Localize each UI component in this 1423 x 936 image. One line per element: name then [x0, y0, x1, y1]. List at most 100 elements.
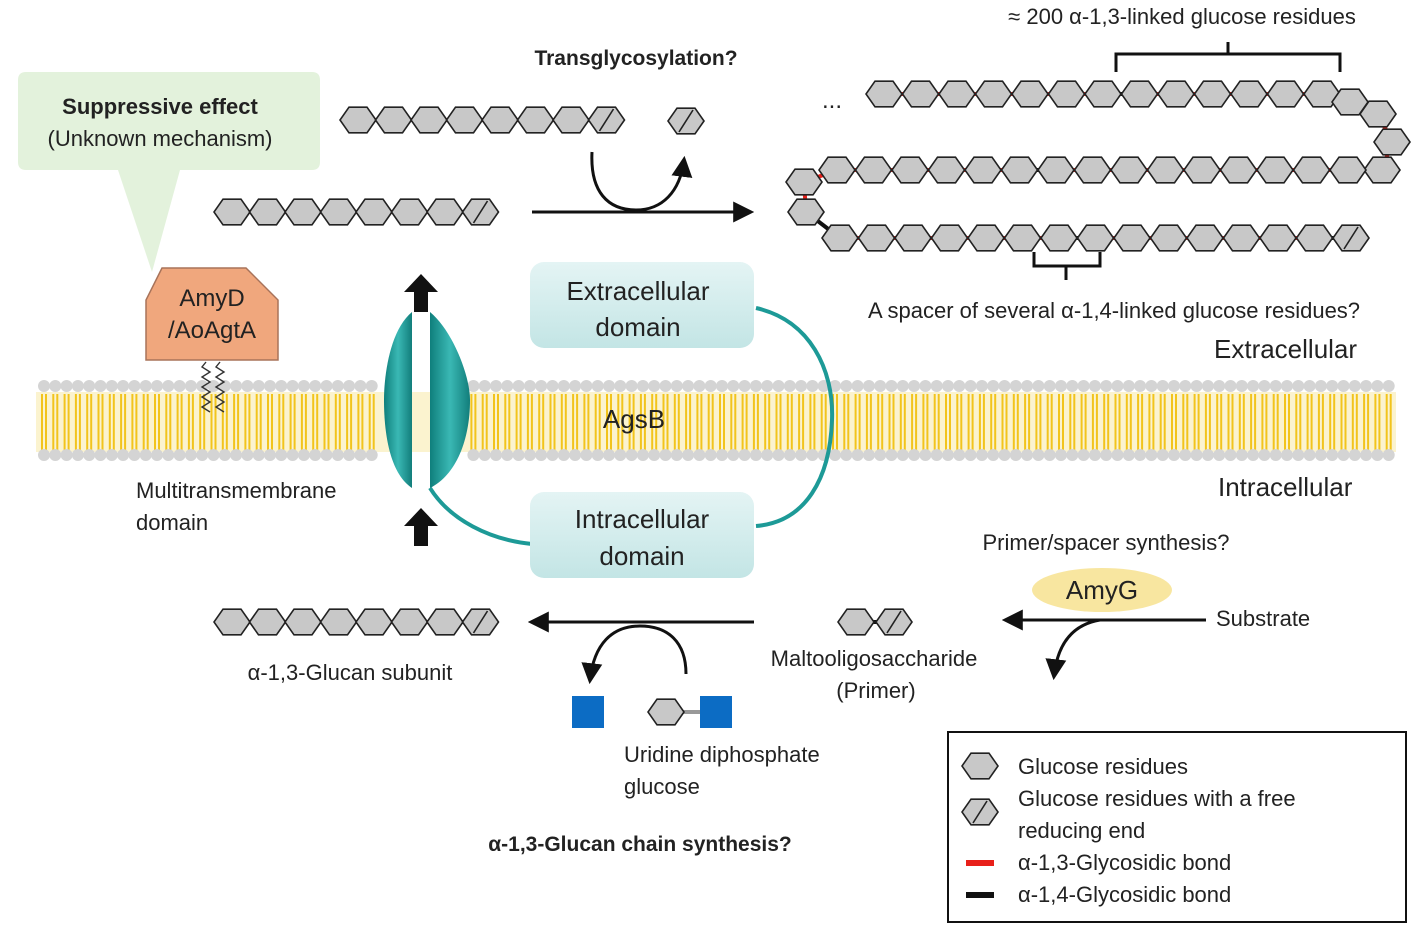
glucose-residue — [284, 608, 322, 636]
agsb-transmembrane-domain — [384, 312, 470, 488]
lipid-head — [207, 380, 220, 392]
lipid-head — [682, 380, 695, 392]
suppressive-effect-callout: Suppressive effect (Unknown mechanism) — [18, 72, 320, 272]
lipid-head — [1179, 449, 1192, 461]
hexagon-shape — [901, 80, 940, 108]
glucose-residue — [837, 608, 875, 636]
hexagon-shape — [930, 224, 969, 252]
lipid-head — [1021, 449, 1034, 461]
udp-release-curve-arrow — [581, 624, 688, 685]
lipid-head — [1360, 380, 1373, 392]
lipid-head — [478, 449, 491, 461]
lipid-head — [60, 380, 73, 392]
lipid-head — [625, 380, 638, 392]
lipid-head — [286, 449, 299, 461]
reducing-end-glucose — [667, 107, 705, 135]
hexagon-shape — [854, 156, 893, 184]
hexagon-shape — [1157, 80, 1195, 108]
glucose-residue — [410, 106, 448, 134]
lipid-head — [467, 380, 480, 392]
reducing-end-mark — [472, 200, 489, 224]
lipid-head — [1281, 449, 1293, 461]
lipid-head — [874, 380, 887, 392]
glucose-residue — [1149, 224, 1188, 252]
lipid-head — [275, 449, 288, 461]
udp-glucose-molecule — [647, 696, 732, 728]
glucose-residue — [1157, 80, 1195, 108]
lipid-head — [343, 449, 356, 461]
glucose-residue — [930, 224, 969, 252]
legend: Glucose residues Glucose residues with a… — [947, 731, 1407, 923]
lipid-head — [772, 449, 785, 461]
lipid-head — [716, 449, 728, 461]
glucose-residue — [1359, 100, 1397, 128]
hexagon-shape — [426, 198, 464, 226]
lipid-head — [309, 449, 322, 461]
lipid-head — [727, 449, 740, 461]
lipid-head — [1043, 380, 1056, 392]
chain-continuation-ellipsis: ... — [822, 87, 842, 114]
reducing-end-glucose — [461, 198, 500, 226]
hexagon-shape — [1222, 224, 1261, 252]
hexagon-shape — [1149, 224, 1188, 252]
lipid-head — [1100, 449, 1113, 461]
lipid-head — [264, 380, 276, 392]
glucose-residue — [974, 80, 1013, 108]
hexagon-shape — [1110, 156, 1148, 184]
glucose-residue — [1329, 156, 1367, 184]
lipid-head — [252, 380, 265, 392]
lipid-head — [1077, 380, 1090, 392]
glucan-subunit-chain — [213, 608, 500, 636]
export-arrow-up-top — [404, 274, 438, 312]
lipid-head — [670, 380, 683, 392]
hexagon-shape — [821, 224, 859, 252]
glucose-residue — [552, 106, 590, 134]
lipid-head — [105, 380, 118, 392]
hexagon-shape — [1331, 88, 1369, 116]
lipid-head — [591, 380, 604, 392]
lipid-head — [139, 449, 152, 461]
glucose-residue — [854, 156, 893, 184]
membrane-core — [36, 392, 1396, 452]
lipid-head — [580, 449, 593, 461]
lipid-head — [851, 380, 864, 392]
lipid-head — [874, 449, 887, 461]
lipid-head — [625, 449, 638, 461]
hexagon-shape — [891, 156, 929, 184]
lipid-head — [1303, 449, 1316, 461]
lipid-head — [998, 380, 1011, 392]
lipid-head — [523, 380, 536, 392]
lipid-head — [1235, 449, 1248, 461]
glucose-residue — [894, 224, 932, 252]
glucose-residue — [1146, 156, 1185, 184]
chain-synthesis-label: α-1,3-Glucan chain synthesis? — [488, 833, 792, 856]
hexagon-shape — [319, 608, 358, 636]
lipid-head — [772, 380, 785, 392]
lipid-head — [603, 449, 615, 461]
hexagon-shape — [974, 80, 1013, 108]
lipid-head — [1326, 449, 1339, 461]
lipid-head — [1077, 449, 1090, 461]
lipid-head — [49, 449, 62, 461]
lipid-head — [987, 380, 1000, 392]
glucose-residue — [248, 608, 287, 636]
lipid-head — [286, 380, 299, 392]
lipid-head — [512, 380, 525, 392]
glucose-residue — [964, 156, 1002, 184]
hexagon-shape — [1186, 224, 1224, 252]
lipid-head — [264, 449, 276, 461]
lipid-head — [173, 380, 186, 392]
glucose-residue — [339, 106, 377, 134]
lipid-head — [1122, 449, 1135, 461]
lipid-head — [467, 449, 480, 461]
lipid-head — [761, 449, 774, 461]
glucose-residue — [284, 198, 322, 226]
lipid-head — [829, 449, 841, 461]
glucose-residue — [374, 106, 413, 134]
lipid-head — [1382, 449, 1395, 461]
lipid-head — [704, 380, 717, 392]
hexagon-shape — [339, 106, 377, 134]
hexagon-shape — [1183, 156, 1221, 184]
lipid-head — [840, 380, 853, 392]
glucose-residue — [1363, 156, 1401, 184]
